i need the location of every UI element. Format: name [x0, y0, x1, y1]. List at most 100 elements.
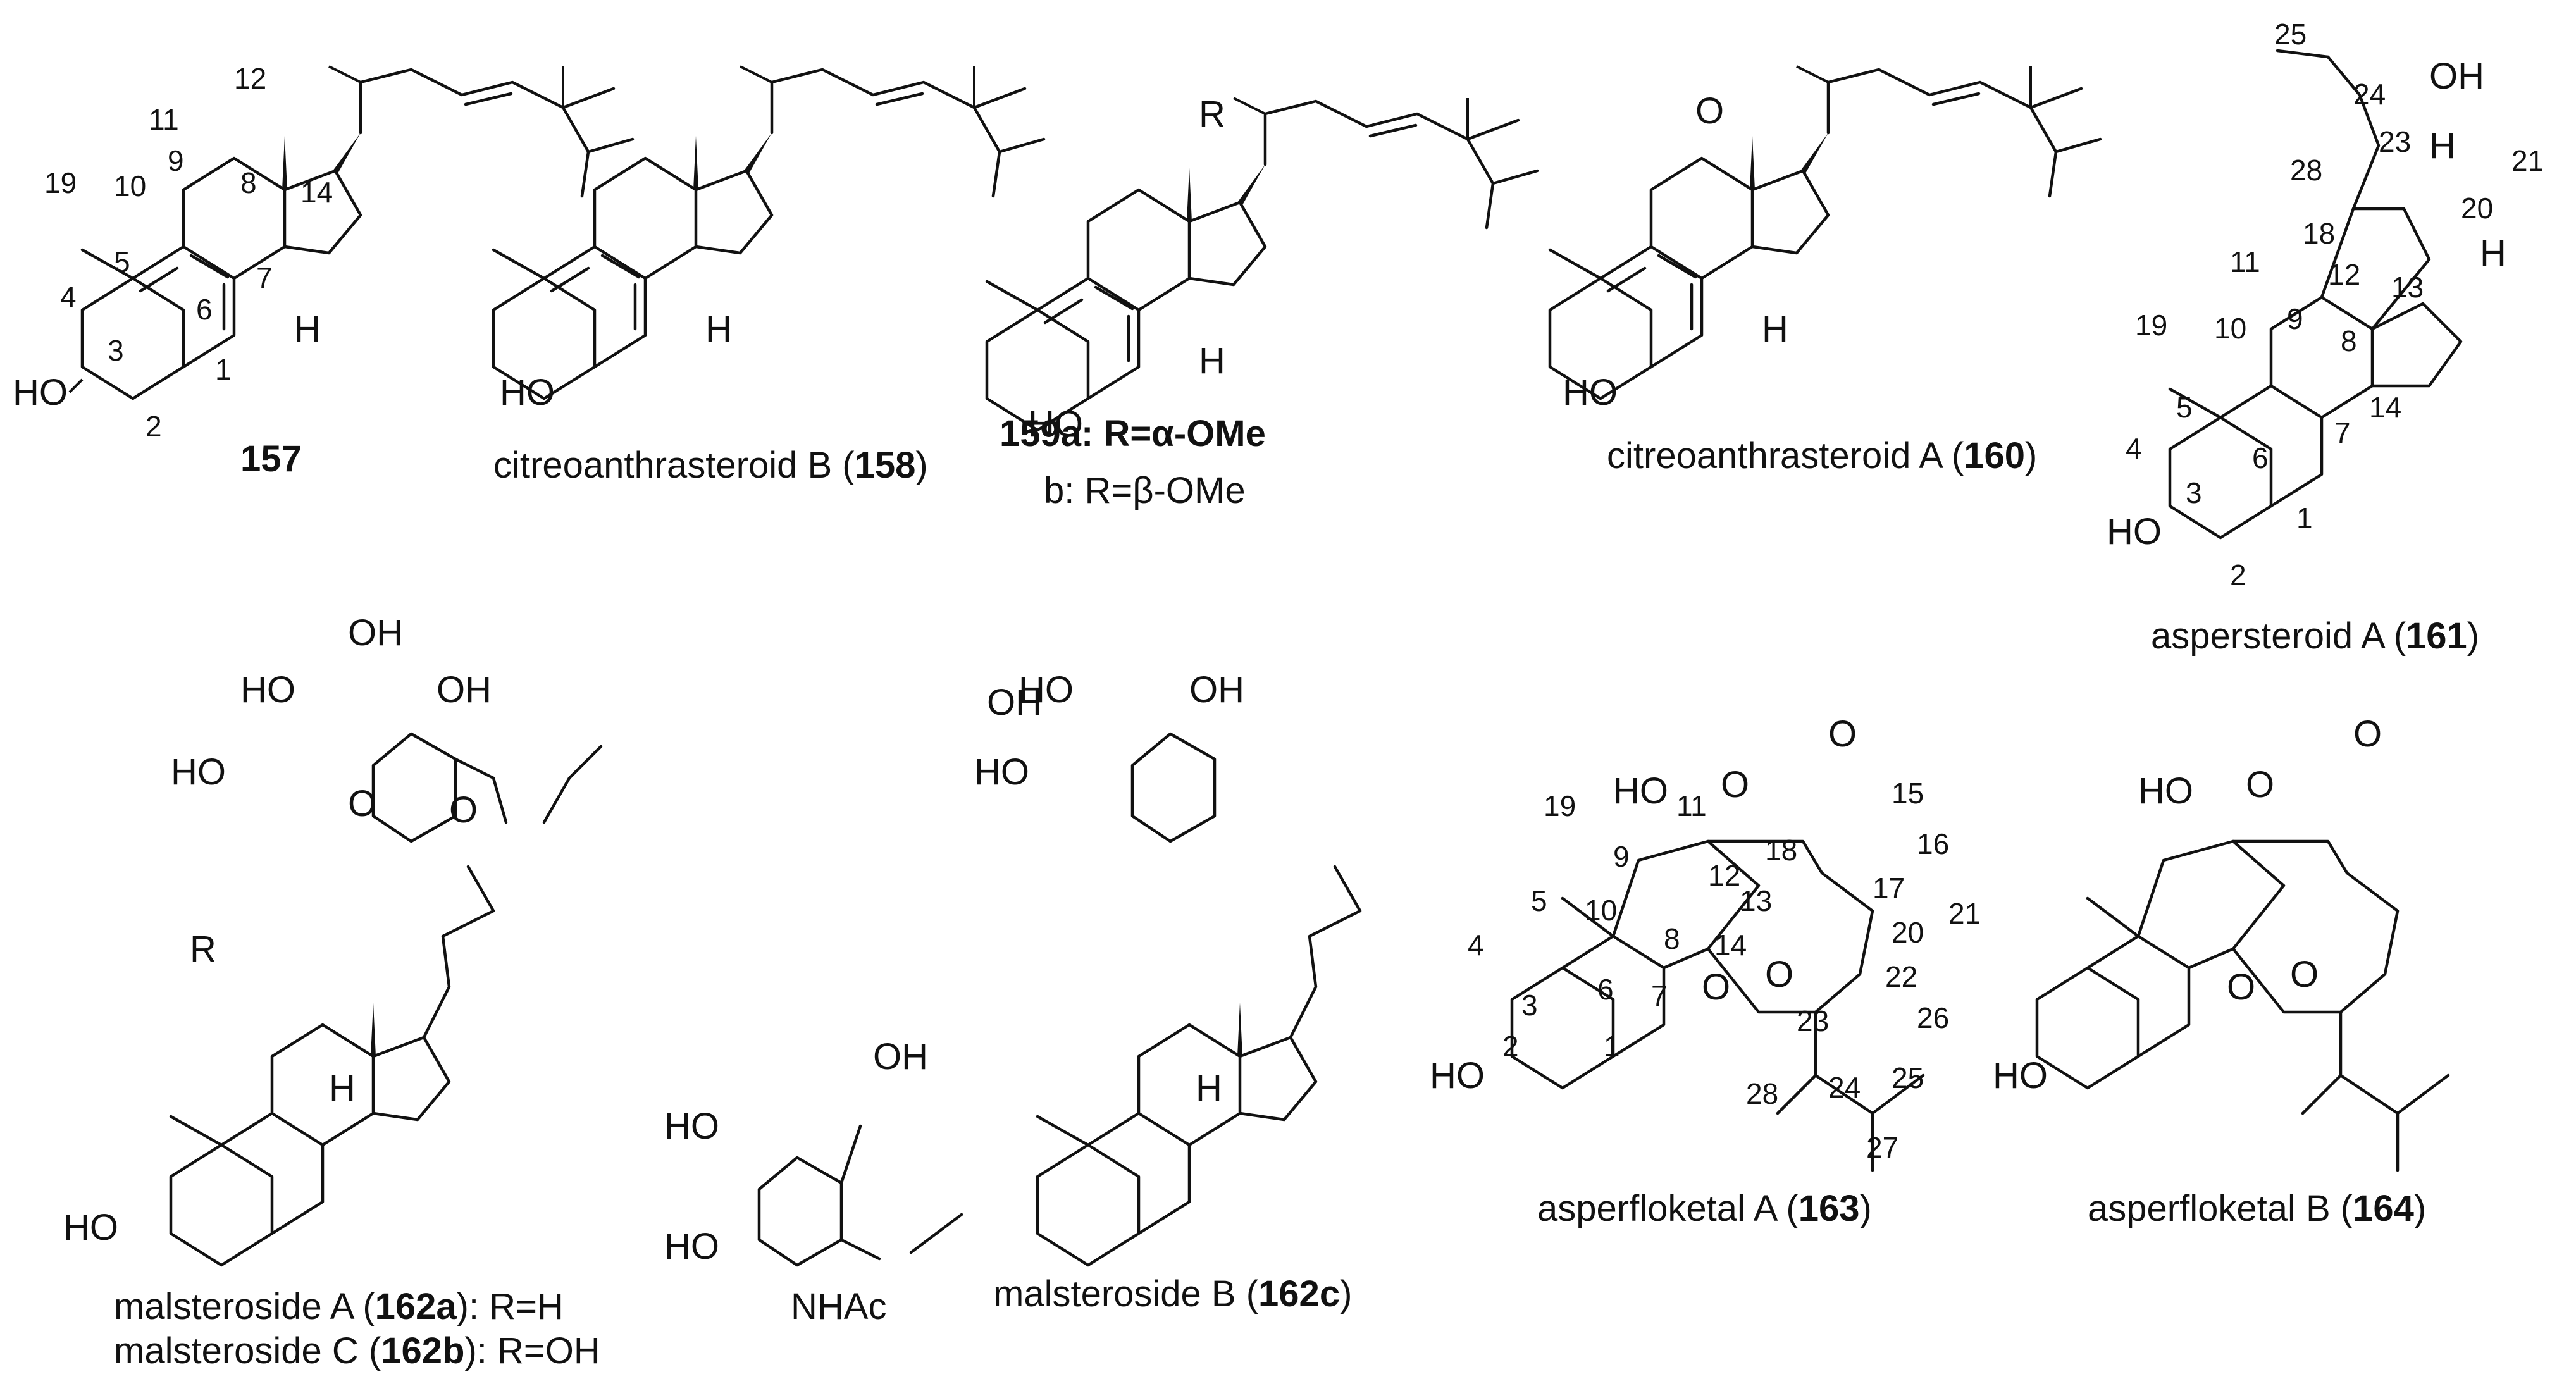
o-label-3: O: [2290, 954, 2319, 995]
structure-158: HO H citreoanthrasteroid B (158): [493, 66, 1044, 486]
atom-number-6: 6: [1597, 973, 1614, 1006]
ho-label: HO: [13, 372, 68, 413]
o-label: O: [2353, 714, 2382, 755]
atom-number-12: 12: [234, 62, 266, 95]
atom-number-20: 20: [2461, 192, 2493, 225]
r-label: R: [1199, 94, 1225, 135]
structure-162ab: HO H R OH HO OH HO O O malsteroside A (1…: [63, 612, 603, 1371]
compound-name-162c: malsteroside B (162c): [993, 1273, 1352, 1314]
atom-number-13: 13: [2391, 271, 2424, 304]
atom-number-9: 9: [168, 144, 184, 177]
atom-number-14: 14: [1714, 929, 1747, 962]
glycosidic-o-label: O: [449, 789, 478, 831]
ho-label: HO: [63, 1207, 118, 1248]
atom-number-14: 14: [2369, 391, 2401, 424]
ho-label-2: HO: [974, 751, 1029, 793]
atom-number-10: 10: [2214, 312, 2246, 345]
atom-number-3: 3: [108, 334, 124, 367]
atom-number-10: 10: [114, 170, 146, 202]
compound-label-159b: b: R=β-OMe: [1044, 470, 1246, 511]
h-label: H: [294, 309, 321, 350]
atom-number-18: 18: [1765, 834, 1797, 867]
atom-number-24: 24: [2353, 78, 2386, 111]
o-label-3: O: [1765, 954, 1793, 995]
atom-number-5: 5: [114, 245, 130, 278]
compound-name-161: aspersteroid A (161): [2151, 615, 2479, 657]
structure-161: HO OH H H 25 24 23 28 21 20 18 13 12 11 …: [2107, 18, 2544, 657]
atom-number-17: 17: [1873, 872, 1905, 905]
atom-number-23: 23: [1797, 1005, 1829, 1037]
atom-number-3: 3: [2186, 476, 2202, 509]
atom-number-21: 21: [2511, 144, 2544, 177]
h-label-2: H: [2480, 233, 2506, 274]
o-label-4: O: [2227, 967, 2255, 1008]
ho-label: HO: [1430, 1055, 1485, 1096]
ring-o-label: O: [348, 783, 376, 824]
structure-162c: OH HO OH HO OH HO HO NHAc H malsteroside…: [664, 669, 1362, 1327]
oh-label-3: OH: [873, 1036, 928, 1077]
ho-label-2: HO: [2138, 770, 2193, 812]
ho-label: HO: [1028, 404, 1083, 445]
atom-number-7: 7: [256, 261, 273, 294]
atom-number-2: 2: [146, 410, 162, 443]
compound-name-162a: malsteroside A (162a): R=H: [114, 1286, 564, 1327]
atom-number-26: 26: [1917, 1001, 1949, 1034]
ho-label: HO: [1993, 1055, 2048, 1096]
atom-number-28: 28: [1746, 1077, 1778, 1110]
atom-number-18: 18: [2303, 217, 2335, 250]
h-label: H: [705, 309, 732, 350]
atom-number-24: 24: [1828, 1071, 1861, 1104]
atom-number-4: 4: [1468, 929, 1484, 962]
structure-157: HO H 19 10 5 4 3 2 1 6 7 8 9 11 12 14 15…: [13, 62, 633, 479]
atom-number-11: 11: [2230, 245, 2260, 278]
compound-name-164: asperfloketal B (164): [2088, 1188, 2426, 1229]
atom-number-7: 7: [1651, 979, 1668, 1012]
structure-159: HO H R 159a: R=α-OMe b: R=β-OMe: [987, 94, 1537, 511]
atom-number-11: 11: [149, 103, 179, 136]
atom-number-19: 19: [1544, 789, 1576, 822]
h-label: H: [1762, 309, 1788, 350]
atom-number-8: 8: [240, 166, 257, 199]
atom-number-13: 13: [1740, 884, 1772, 917]
o-label: O: [1828, 714, 1857, 755]
h-label: H: [329, 1068, 356, 1109]
ho-label: HO: [500, 372, 555, 413]
atom-number-8: 8: [2341, 325, 2357, 357]
oh-label: OH: [348, 612, 403, 653]
compound-name-158: citreoanthrasteroid B (158): [493, 445, 928, 486]
atom-number-1: 1: [2296, 502, 2313, 535]
atom-number-6: 6: [2252, 442, 2269, 474]
structure-160: HO H O citreoanthrasteroid A (160): [1550, 66, 2100, 476]
ho-label-3: HO: [664, 1106, 719, 1147]
atom-number-25: 25: [2274, 18, 2307, 51]
atom-number-6: 6: [196, 293, 213, 326]
atom-number-1: 1: [1604, 1030, 1620, 1063]
ho-label: HO: [1563, 372, 1618, 413]
oh-label: OH: [2429, 56, 2484, 97]
o-label-2: O: [1721, 764, 1749, 805]
atom-number-12: 12: [1708, 859, 1740, 892]
h-label: H: [2429, 125, 2456, 166]
ho-label-2: HO: [240, 669, 295, 710]
atom-number-4: 4: [2126, 432, 2142, 465]
ho-label: HO: [2107, 511, 2162, 552]
atom-number-16: 16: [1917, 827, 1949, 860]
atom-number-28: 28: [2290, 154, 2322, 187]
oh-label: OH: [987, 682, 1042, 723]
atom-number-3: 3: [1521, 989, 1538, 1022]
compound-name-162b: malsteroside C (162b): R=OH: [114, 1330, 600, 1371]
h-label: H: [1196, 1068, 1222, 1109]
atom-number-23: 23: [2379, 125, 2411, 158]
ho-label-4: HO: [664, 1226, 719, 1267]
atom-number-20: 20: [1892, 916, 1924, 949]
structure-164: HO HO O O O O asperfloketal B (164): [1993, 714, 2450, 1229]
atom-number-5: 5: [2176, 391, 2193, 424]
atom-number-19: 19: [44, 166, 77, 199]
atom-number-7: 7: [2334, 416, 2351, 449]
atom-number-12: 12: [2328, 258, 2360, 291]
atom-number-9: 9: [2287, 302, 2303, 335]
atom-number-15: 15: [1892, 777, 1924, 810]
h-label: H: [1199, 340, 1225, 381]
oh-label-2: OH: [1189, 669, 1244, 710]
